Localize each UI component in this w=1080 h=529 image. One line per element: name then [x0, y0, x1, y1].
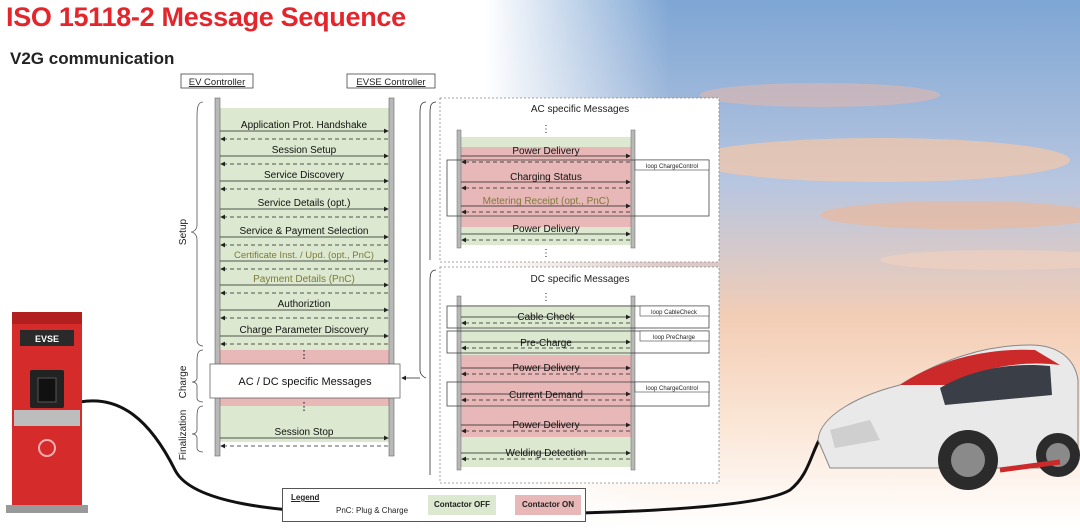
phase-label-setup: Setup [178, 218, 189, 245]
legend: Legend PnC: Plug & Charge Contactor OFF … [282, 488, 586, 522]
ev-controller-header: EV Controller [189, 77, 246, 88]
dc-panel-title: DC specific Messages [531, 274, 630, 285]
dc-msg-welding-detection: Welding Detection [506, 448, 587, 459]
legend-contactor-on: Contactor ON [515, 495, 581, 515]
page-title: ISO 15118-2 Message Sequence [6, 2, 406, 32]
svg-text:⋮: ⋮ [541, 292, 551, 303]
ac-panel-title: AC specific Messages [531, 104, 629, 115]
msg-session-setup: Session Setup [272, 145, 337, 156]
dc-msg-current-demand: Current Demand [509, 390, 583, 401]
dc-msg-power-delivery-2: Power Delivery [512, 420, 579, 431]
msg-service-discovery: Service Discovery [264, 170, 344, 181]
msg-service-payment-selection: Service & Payment Selection [240, 226, 369, 237]
ellipsis-bottom: ⋮ [299, 401, 310, 413]
ac-msg-power-delivery-2: Power Delivery [512, 224, 579, 235]
msg-charge-param-discovery: Charge Parameter Discovery [240, 325, 369, 336]
svg-text:⋮: ⋮ [541, 248, 551, 259]
ac-dc-specific-box: AC / DC specific Messages [238, 376, 372, 388]
ac-msg-power-delivery-1: Power Delivery [512, 146, 579, 157]
evse-controller-header: EVSE Controller [356, 77, 425, 88]
evse-station-icon: EVSE [6, 312, 88, 513]
msg-payment-details: Payment Details (PnC) [253, 274, 355, 285]
dc-msg-precharge: Pre-Charge [520, 338, 572, 349]
legend-pnc: PnC: Plug & Charge [336, 506, 409, 515]
ellipsis-top: ⋮ [299, 349, 310, 361]
ac-msg-charging-status: Charging Status [510, 172, 582, 183]
dc-loop-charge-control: loop ChargeControl [646, 386, 698, 392]
phase-label-finalization: Finalization [178, 410, 189, 461]
dc-loop-cable-check: loop CableCheck [651, 310, 698, 316]
msg-session-stop: Session Stop [275, 427, 334, 438]
msg-service-details: Service Details (opt.) [258, 198, 351, 209]
legend-title: Legend [291, 493, 320, 502]
legend-contactor-off: Contactor OFF [428, 495, 496, 515]
ac-loop-charge-control: loop ChargeControl [646, 164, 698, 170]
msg-app-handshake: Application Prot. Handshake [241, 120, 368, 131]
dc-loop-precharge: loop PreCharge [653, 335, 696, 341]
msg-authorization: Authoriztion [278, 299, 331, 310]
dc-msg-cable-check: Cable Check [517, 312, 575, 323]
phase-label-charge: Charge [178, 365, 189, 398]
msg-certificate-install: Certificate Inst. / Upd. (opt., PnC) [234, 250, 374, 261]
evse-station-label: EVSE [35, 334, 59, 344]
page-subtitle: V2G communication [10, 49, 175, 68]
ac-msg-metering-receipt: Metering Receipt (opt., PnC) [483, 196, 610, 207]
dc-msg-power-delivery-1: Power Delivery [512, 363, 579, 374]
electric-car-icon [817, 344, 1080, 490]
svg-text:⋮: ⋮ [541, 124, 551, 135]
